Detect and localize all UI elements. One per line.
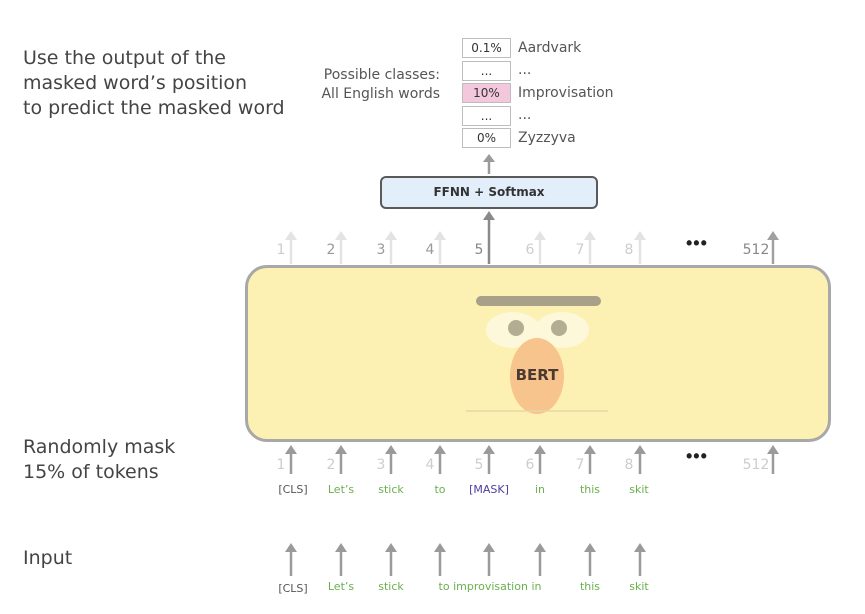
bottom-position-3: 3 xyxy=(376,457,386,473)
bert-label: BERT xyxy=(515,366,559,384)
output-arrows xyxy=(285,231,646,264)
masked-input-arrows xyxy=(285,445,779,474)
masked-arrow-3 xyxy=(385,445,397,474)
prob-cell-zyzzyva: 0% xyxy=(462,128,511,148)
bottom-position-7: 7 xyxy=(575,457,585,473)
masked-token-lets: Let’s xyxy=(327,483,355,496)
bottom-position-4: 4 xyxy=(425,457,435,473)
top-position-3: 3 xyxy=(376,242,386,258)
bottom-position-5: 5 xyxy=(474,457,484,473)
top-ellipsis: ••• xyxy=(686,233,708,253)
input-arrow-3 xyxy=(385,543,397,576)
heading-output-line1: Use the output of the xyxy=(23,47,226,69)
masked-arrow-2 xyxy=(335,445,347,474)
bottom-position-2: 2 xyxy=(326,457,336,473)
output-arrow-8 xyxy=(634,231,646,264)
prob-cell-ellipsis-1: ... xyxy=(462,61,511,81)
bottom-position-1: 1 xyxy=(276,457,286,473)
heading-mask-line1: Randomly mask xyxy=(23,436,176,458)
arrow-position5-to-ffnn xyxy=(483,211,495,264)
masked-token-stick: stick xyxy=(378,483,404,496)
input-arrow-1 xyxy=(285,543,297,576)
class-name-zyzzyva: Zyzzyva xyxy=(518,130,576,146)
bottom-ellipsis: ••• xyxy=(686,446,708,466)
masked-arrow-1 xyxy=(285,445,297,474)
classes-label-line1: Possible classes: xyxy=(323,67,440,83)
bottom-position-512: 512 xyxy=(742,457,770,473)
class-name-ellipsis-2: ... xyxy=(518,107,532,123)
heading-output: Use the output of the masked word’s posi… xyxy=(23,46,285,121)
input-arrow-2 xyxy=(335,543,347,576)
prob-cell-improvisation: 10% xyxy=(462,83,511,103)
output-arrow-3 xyxy=(385,231,397,264)
input-arrow-6 xyxy=(534,543,546,576)
top-position-7: 7 xyxy=(575,242,585,258)
heading-output-line2: masked word’s position xyxy=(23,72,248,94)
heading-input: Input xyxy=(23,546,72,571)
masked-arrow-5 xyxy=(483,445,495,474)
masked-token-mask: [MASK] xyxy=(469,483,509,496)
top-position-4: 4 xyxy=(425,242,435,258)
input-arrow-8 xyxy=(634,543,646,576)
masked-arrow-8 xyxy=(634,445,646,474)
class-name-aardvark: Aardvark xyxy=(518,40,582,56)
bert-face-icon xyxy=(466,296,608,414)
bottom-position-8: 8 xyxy=(624,457,634,473)
classes-label-line2: All English words xyxy=(321,86,440,102)
output-arrow-512 xyxy=(767,231,779,264)
top-position-2: 2 xyxy=(326,242,336,258)
masked-arrow-512 xyxy=(767,445,779,474)
output-arrow-4 xyxy=(434,231,446,264)
classes-label: Possible classes: All English words xyxy=(290,66,440,104)
output-arrow-6 xyxy=(534,231,546,264)
top-position-512: 512 xyxy=(742,242,770,258)
masked-arrow-7 xyxy=(584,445,596,474)
output-arrow-1 xyxy=(285,231,297,264)
ffnn-softmax-box: FFNN + Softmax xyxy=(380,176,598,209)
input-token-cls: [CLS] xyxy=(278,582,308,595)
masked-token-in: in xyxy=(534,483,546,496)
output-arrow-2 xyxy=(335,231,347,264)
input-arrow-5 xyxy=(483,543,495,576)
masked-token-skit: skit xyxy=(629,483,649,496)
masked-arrow-4 xyxy=(434,445,446,474)
input-token-lets: Let’s xyxy=(327,580,355,593)
input-arrow-7 xyxy=(584,543,596,576)
masked-token-to: to xyxy=(434,483,446,496)
top-position-6: 6 xyxy=(525,242,535,258)
heading-output-line3: to predict the masked word xyxy=(23,97,285,119)
masked-arrow-6 xyxy=(534,445,546,474)
prob-cell-aardvark: 0.1% xyxy=(462,38,511,58)
class-name-improvisation: Improvisation xyxy=(518,85,614,101)
masked-token-this: this xyxy=(579,483,601,496)
masked-token-cls: [CLS] xyxy=(278,483,308,496)
bottom-position-6: 6 xyxy=(525,457,535,473)
arrow-ffnn-to-classes xyxy=(483,154,495,174)
input-arrow-4 xyxy=(434,543,446,576)
input-token-this: this xyxy=(579,580,601,593)
input-arrows xyxy=(285,543,646,576)
heading-mask: Randomly mask 15% of tokens xyxy=(23,435,175,485)
input-token-to-improvisation-in: to improvisation in xyxy=(438,580,542,593)
heading-input-text: Input xyxy=(23,547,73,569)
prob-cell-ellipsis-2: ... xyxy=(462,106,511,126)
output-arrow-7 xyxy=(584,231,596,264)
input-token-skit: skit xyxy=(629,580,649,593)
input-token-stick: stick xyxy=(378,580,404,593)
class-name-ellipsis-1: ... xyxy=(518,62,532,78)
heading-mask-line2: 15% of tokens xyxy=(23,461,159,483)
top-position-1: 1 xyxy=(276,242,286,258)
top-position-8: 8 xyxy=(624,242,634,258)
top-position-5: 5 xyxy=(474,242,484,258)
